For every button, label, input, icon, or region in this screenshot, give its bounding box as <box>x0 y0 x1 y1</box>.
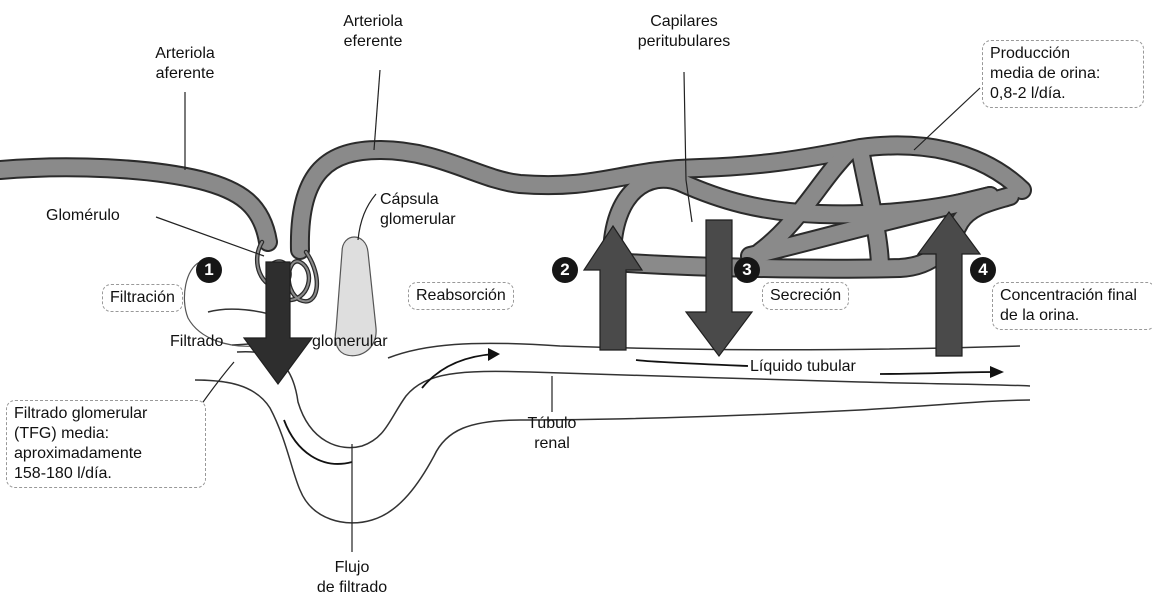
concentration-arrow <box>918 212 980 356</box>
tubular-fluid-label: Líquido tubular <box>748 357 858 377</box>
glomerulus-label: Glomérulo <box>46 206 120 226</box>
blood-vessels <box>0 145 1022 301</box>
gfr-label: Filtrado glomerular(TFG) media: aproxima… <box>6 400 206 488</box>
step-3-badge: 3 <box>734 257 760 283</box>
step-3-label: Secreción <box>762 282 849 310</box>
step-2-label: Reabsorción <box>408 282 514 310</box>
step-4-badge: 4 <box>970 257 996 283</box>
step-4-label: Concentración final de la orina. <box>992 282 1152 330</box>
step-2-badge: 2 <box>552 257 578 283</box>
glomerular-label: glomerular <box>312 332 388 352</box>
filtration-arrow <box>244 262 312 384</box>
step-1-label: Filtración <box>102 284 183 312</box>
reabsorption-arrow <box>584 226 642 350</box>
filtrate-label: Filtrado <box>170 332 223 352</box>
secretion-arrow <box>686 220 752 356</box>
step-1-badge: 1 <box>196 257 222 283</box>
flow-arrows <box>284 354 998 464</box>
